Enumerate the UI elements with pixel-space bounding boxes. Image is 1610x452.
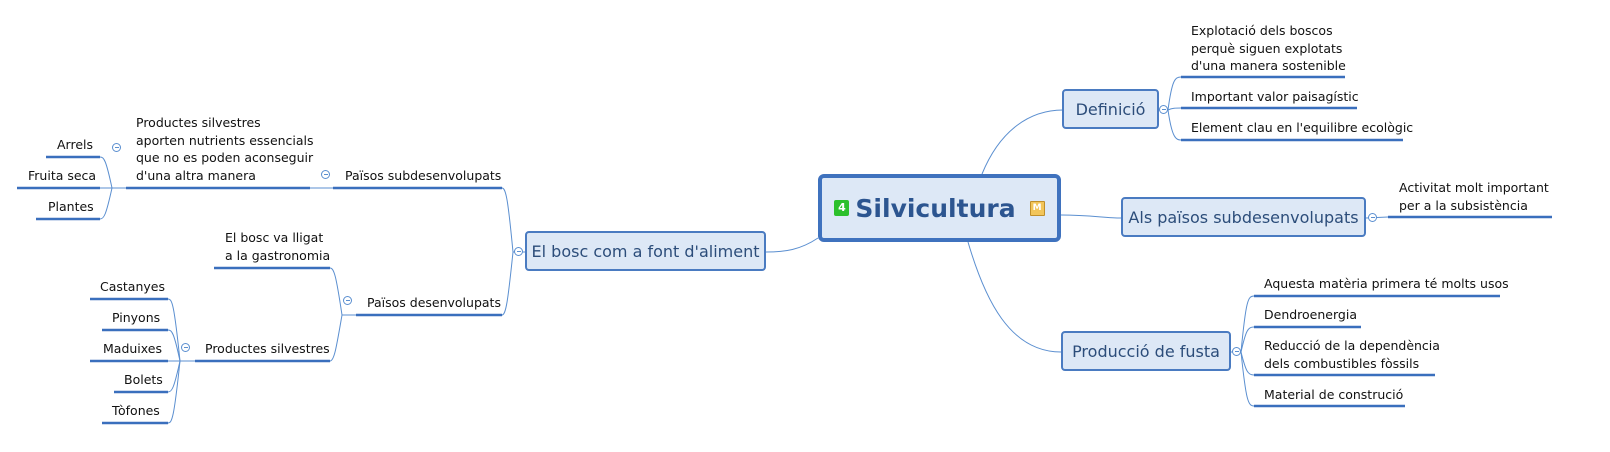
leaf-gastronomia[interactable]: El bosc va lligat a la gastronomia (225, 230, 331, 263)
topic-paisos-label: Als països subdesenvolupats (1128, 207, 1359, 227)
subtopic-paisos-subdesenvolupats[interactable]: Països subdesenvolupats (345, 168, 502, 183)
topic-bosc-aliment[interactable]: El bosc com a font d'aliment (525, 231, 766, 271)
collapse-toggle-desenvolupats[interactable] (343, 296, 352, 305)
leaf-explotacio[interactable]: Explotació dels boscos perquè siguen exp… (1191, 23, 1346, 73)
leaf-element-clau[interactable]: Element clau en l'equilibre ecològic (1191, 120, 1414, 135)
leaf-bolets[interactable]: Bolets (124, 372, 163, 387)
topic-produccio-fusta[interactable]: Producció de fusta (1061, 331, 1231, 371)
topic-definicio[interactable]: Definició (1062, 89, 1159, 129)
leaf-maduixes[interactable]: Maduixes (103, 341, 162, 356)
collapse-toggle-paisos[interactable] (1368, 213, 1377, 222)
leaf-valor-paisagistic[interactable]: Important valor paisagístic (1191, 89, 1359, 104)
leaf-pinyons[interactable]: Pinyons (112, 310, 161, 325)
leaf-tofones[interactable]: Tòfones (112, 403, 160, 418)
central-topic-title: Silvicultura (855, 193, 1016, 223)
leaf-activitat-subsistencia[interactable]: Activitat molt important per a la subsis… (1399, 180, 1549, 213)
marker-icon: M (1029, 200, 1045, 216)
central-topic[interactable]: 4 Silvicultura M (818, 174, 1061, 242)
collapse-toggle-fusta[interactable] (1232, 347, 1241, 356)
leaf-castanyes[interactable]: Castanyes (100, 279, 165, 294)
priority-badge: 4 (834, 200, 850, 216)
collapse-toggle-subdesenvolupats[interactable] (321, 170, 330, 179)
collapse-toggle-aliment[interactable] (514, 247, 523, 256)
leaf-arrels[interactable]: Arrels (57, 137, 94, 152)
leaf-productes-silvestres-nutrients[interactable]: Productes silvestres aporten nutrients e… (136, 115, 314, 183)
leaf-materia-primera[interactable]: Aquesta matèria primera té molts usos (1264, 276, 1509, 291)
collapse-toggle-productes-silvestres[interactable] (181, 343, 190, 352)
collapse-toggle-definicio[interactable] (1159, 105, 1168, 114)
subtopic-paisos-desenvolupats[interactable]: Països desenvolupats (367, 295, 501, 310)
subtopic-productes-silvestres[interactable]: Productes silvestres (205, 341, 330, 356)
leaf-reduccio-dependencia[interactable]: Reducció de la dependència dels combusti… (1264, 338, 1440, 371)
topic-definicio-label: Definició (1075, 99, 1146, 119)
topic-paisos-subdesenvolupats[interactable]: Als països subdesenvolupats (1121, 197, 1366, 237)
leaf-fruita-seca[interactable]: Fruita seca (28, 168, 97, 183)
collapse-toggle-silvestres-nutrients[interactable] (112, 143, 121, 152)
leaf-plantes[interactable]: Plantes (48, 199, 94, 214)
topic-aliment-label: El bosc com a font d'aliment (531, 241, 760, 261)
topic-fusta-label: Producció de fusta (1072, 341, 1220, 361)
leaf-dendroenergia[interactable]: Dendroenergia (1264, 307, 1357, 322)
leaf-material-construcio[interactable]: Material de construció (1264, 387, 1404, 402)
